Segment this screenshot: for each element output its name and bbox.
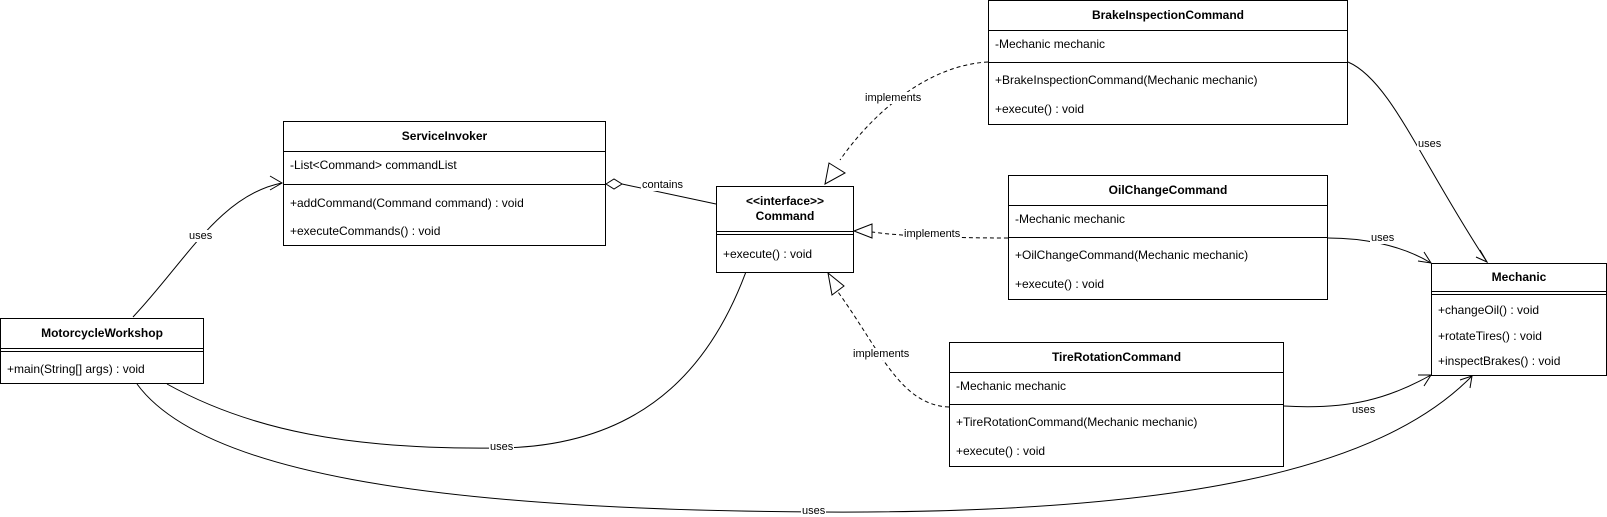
attribute: -List<Command> commandList [290,158,457,172]
method: +main(String[] args) : void [7,362,145,376]
edge-tire-to-mechanic [1283,374,1432,408]
label-workshop-mechanic: uses [801,505,827,517]
arrowhead-brake-to-mechanic [1475,249,1489,264]
label-tire-mechanic: uses [1351,404,1377,416]
empty-attribute-section [717,231,853,235]
class-service-invoker[interactable]: ServiceInvoker -List<Command> commandLis… [283,121,606,246]
label-brake-mechanic: uses [1417,138,1443,150]
method: +BrakeInspectionCommand(Mechanic mechani… [995,73,1258,87]
empty-attribute-section [1432,291,1606,295]
attribute: -Mechanic mechanic [1015,212,1126,226]
label-invoker-command: contains [641,179,684,191]
arrowhead-tire-to-command [827,271,845,296]
method: +OilChangeCommand(Mechanic mechanic) [1015,248,1249,262]
class-name: MotorcycleWorkshop [41,326,163,340]
class-name: Mechanic [1491,270,1547,284]
label-oil-command: implements [903,228,962,240]
method: +execute() : void [995,102,1085,116]
class-name: OilChangeCommand [1108,183,1228,197]
divider [950,372,1283,373]
class-tire-rotation-command[interactable]: TireRotationCommand -Mechanic mechanic +… [949,342,1284,467]
arrowhead-brake-to-command [824,162,846,185]
class-name: ServiceInvoker [401,129,488,143]
class-name: TireRotationCommand [1051,350,1182,364]
label-brake-command: implements [864,92,923,104]
class-command[interactable]: <<interface>> Command +execute() : void [716,186,854,273]
method: +execute() : void [1015,277,1105,291]
method: +TireRotationCommand(Mechanic mechanic) [956,415,1198,429]
method: +execute() : void [956,444,1046,458]
arrowhead-workshop-to-invoker [269,175,283,191]
class-mechanic[interactable]: Mechanic +changeOil() : void +rotateTire… [1431,263,1607,376]
divider [1009,237,1327,238]
class-oil-change-command[interactable]: OilChangeCommand -Mechanic mechanic +Oil… [1008,175,1328,300]
label-tire-command: implements [852,348,911,360]
class-name: Command [755,209,815,223]
divider [284,184,605,185]
method: +addCommand(Command command) : void [290,196,524,210]
attribute: -Mechanic mechanic [956,379,1067,393]
divider [989,30,1347,31]
class-brake-inspection-command[interactable]: BrakeInspectionCommand -Mechanic mechani… [988,0,1348,125]
edge-invoker-to-command [621,183,717,205]
method: +execute() : void [723,247,813,261]
method: +inspectBrakes() : void [1438,354,1561,368]
divider [950,404,1283,405]
edge-brake-to-command [839,61,989,161]
divider [989,62,1347,63]
class-header: <<interface>> Command [717,187,853,231]
method: +rotateTires() : void [1438,329,1542,343]
arrowhead-workshop-to-mechanic [1459,375,1473,389]
class-motorcycle-workshop[interactable]: MotorcycleWorkshop +main(String[] args) … [0,318,204,384]
edge-brake-to-mechanic [1347,61,1488,263]
class-name: BrakeInspectionCommand [1091,8,1245,22]
method: +changeOil() : void [1438,303,1540,317]
label-workshop-invoker: uses [188,230,214,242]
attribute: -Mechanic mechanic [995,37,1106,51]
stereotype: <<interface>> [745,194,825,208]
divider [1009,205,1327,206]
edge-workshop-to-command [166,244,756,449]
edge-tire-to-command [837,291,950,408]
aggregation-diamond [605,178,623,190]
method: +executeCommands() : void [290,224,441,238]
arrowhead-oil-to-command [852,223,873,239]
label-oil-mechanic: uses [1370,232,1396,244]
edge-workshop-to-invoker [132,182,283,318]
divider [284,151,605,152]
label-workshop-command: uses [489,441,515,453]
empty-attribute-section [1,348,203,352]
